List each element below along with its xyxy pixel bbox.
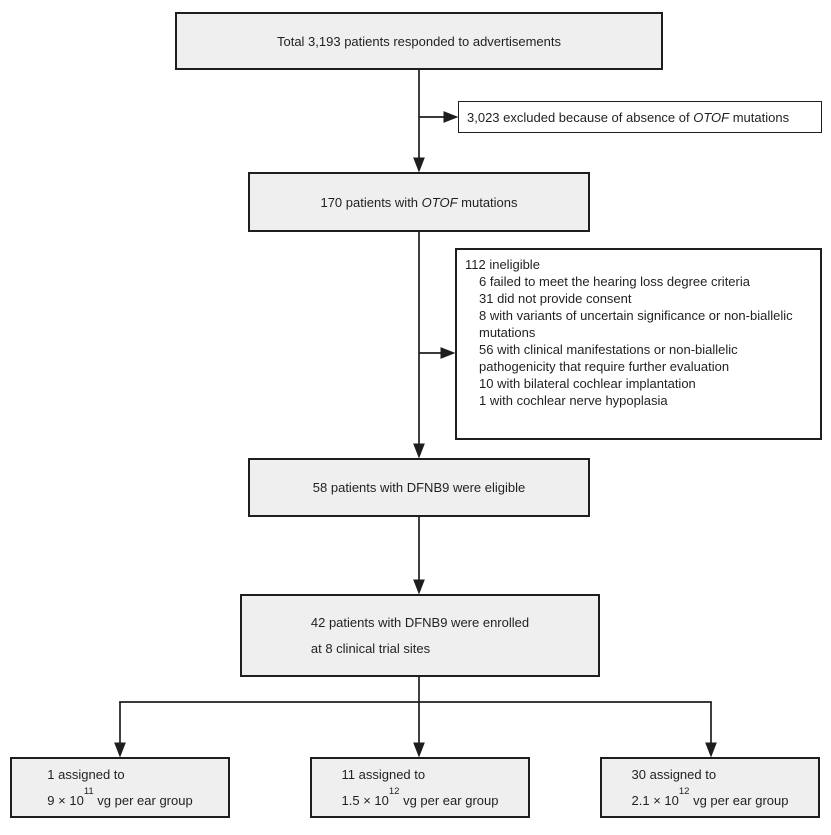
ineligible-item: 8 with variants of uncertain significanc…	[479, 308, 793, 340]
excluded-box-label: 3,023 excluded because of absence of OTO…	[467, 109, 790, 125]
dose-amount: 2.1 × 1012 vg per ear group	[631, 786, 789, 808]
responded-box: Total 3,193 patients responded to advert…	[175, 12, 663, 70]
enrolled-line-2: at 8 clinical trial sites	[310, 640, 431, 656]
eligible-box: 58 patients with DFNB9 were eligible	[248, 458, 590, 517]
dose-amount: 9 × 1011 vg per ear group	[47, 786, 193, 808]
enrolled-box: 42 patients with DFNB9 were enrolled at …	[240, 594, 600, 677]
dose-group-box-mid: 11 assigned to 1.5 × 1012 vg per ear gro…	[310, 757, 530, 818]
dose-group-box-low: 1 assigned to 9 × 1011 vg per ear group	[10, 757, 230, 818]
ineligible-item: 10 with bilateral cochlear implantation	[479, 376, 696, 391]
eligible-box-label: 58 patients with DFNB9 were eligible	[312, 480, 526, 495]
responded-box-label: Total 3,193 patients responded to advert…	[276, 33, 561, 49]
ineligible-item: 6 failed to meet the hearing loss degree…	[479, 274, 750, 289]
dose-exponent: 12	[388, 786, 400, 798]
ineligible-item: 56 with clinical manifestations or non-b…	[479, 342, 738, 374]
gene-name: OTOF	[421, 194, 458, 210]
ineligible-item: 31 did not provide consent	[479, 291, 632, 306]
dose-assigned-count: 30 assigned to	[631, 766, 717, 782]
enrolled-line-1: 42 patients with DFNB9 were enrolled	[310, 614, 530, 630]
dose-group-text: 11 assigned to 1.5 × 1012 vg per ear gro…	[342, 762, 499, 814]
enrolled-box-text: 42 patients with DFNB9 were enrolled at …	[311, 610, 529, 662]
gene-name: OTOF	[693, 109, 730, 125]
otof-box-label: 170 patients with OTOF mutations	[320, 194, 518, 210]
otof-mutations-box: 170 patients with OTOF mutations	[248, 172, 590, 232]
excluded-box: 3,023 excluded because of absence of OTO…	[458, 101, 822, 133]
dose-assigned-count: 1 assigned to	[47, 766, 125, 782]
dose-group-box-high: 30 assigned to 2.1 × 1012 vg per ear gro…	[600, 757, 820, 818]
dose-exponent: 11	[83, 786, 94, 798]
dose-exponent: 12	[678, 786, 690, 798]
ineligible-item: 1 with cochlear nerve hypoplasia	[479, 393, 668, 408]
ineligible-heading: 112 ineligible	[465, 257, 540, 272]
dose-amount: 1.5 × 1012 vg per ear group	[341, 786, 499, 808]
dose-group-text: 30 assigned to 2.1 × 1012 vg per ear gro…	[632, 762, 789, 814]
dose-assigned-count: 11 assigned to	[341, 766, 426, 782]
ineligible-box: 112 ineligible 6 failed to meet the hear…	[455, 248, 822, 440]
dose-group-text: 1 assigned to 9 × 1011 vg per ear group	[47, 762, 192, 814]
